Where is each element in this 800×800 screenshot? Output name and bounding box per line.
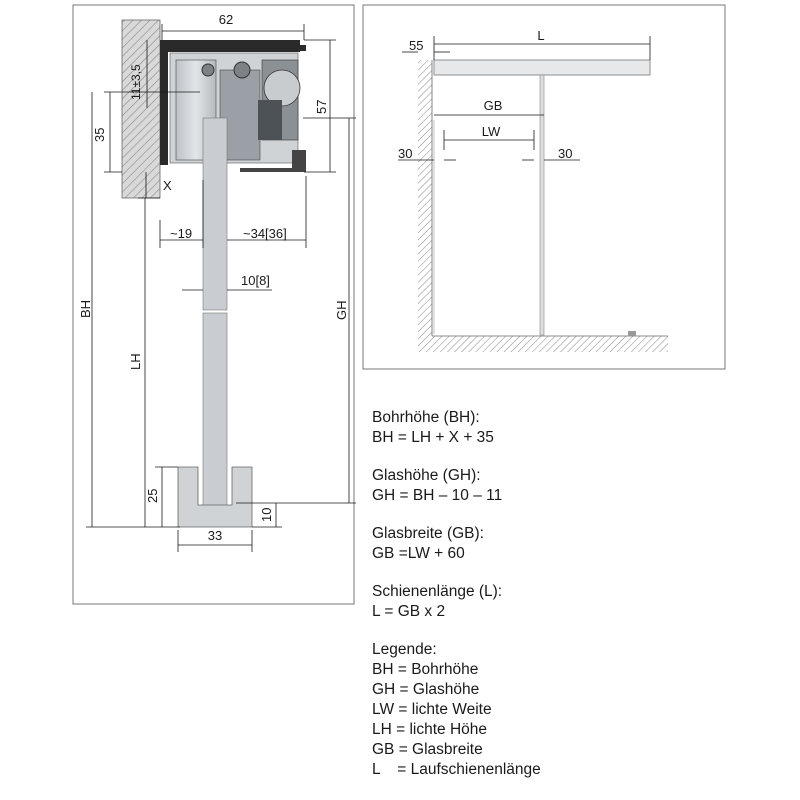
dim-33: 33: [208, 528, 222, 543]
dim-57: 57: [314, 100, 329, 114]
legend: Legende: BH = Bohrhöhe GH = Glashöhe LW …: [372, 640, 772, 780]
dim-x: X: [163, 178, 172, 193]
dim-bh: BH: [78, 300, 93, 318]
dim-34: ~34[36]: [243, 226, 287, 241]
dim-10-8: 10[8]: [241, 273, 270, 288]
formula-expression: L = GB x 2: [372, 603, 446, 620]
formula-panel: Bohrhöhe (BH): BH = LH + X + 35 Glashöhe…: [372, 408, 772, 780]
formula-expression: BH = LH + X + 35: [372, 429, 494, 446]
legend-item: GB = Glasbreite: [372, 741, 483, 758]
section-drawing-frame: [72, 4, 355, 605]
legend-item: GH = Glashöhe: [372, 681, 480, 698]
legend-item: BH = Bohrhöhe: [372, 661, 479, 678]
dimension-lines: [86, 24, 356, 552]
dim-62: 62: [219, 12, 233, 27]
formula-gh: Glashöhe (GH): GH = BH – 10 – 11: [372, 466, 772, 506]
dim-lh: LH: [128, 353, 143, 370]
legend-item: LH = lichte Höhe: [372, 721, 488, 738]
dim-gh: GH: [334, 301, 349, 321]
dim-11-35: 11±3,5: [129, 64, 143, 100]
legend-item: L = Laufschienenlänge: [372, 761, 541, 778]
formula-bh: Bohrhöhe (BH): BH = LH + X + 35: [372, 408, 772, 448]
formula-expression: GH = BH – 10 – 11: [372, 487, 503, 504]
formula-title: Glasbreite (GB):: [372, 525, 484, 542]
legend-item: LW = lichte Weite: [372, 701, 492, 718]
formula-expression: GB =LW + 60: [372, 545, 465, 562]
formula-title: Bohrhöhe (BH):: [372, 409, 480, 426]
dim-19: ~19: [170, 226, 192, 241]
glass-panel: [202, 117, 228, 514]
dim-25: 25: [145, 489, 160, 503]
legend-title: Legende:: [372, 641, 437, 658]
formula-title: Schienenlänge (L):: [372, 583, 503, 600]
dim-10: 10: [259, 508, 274, 522]
floor-guide: [177, 466, 253, 528]
wall-block: [121, 19, 161, 199]
rail-profile: [160, 40, 306, 172]
formula-title: Glashöhe (GH):: [372, 467, 481, 484]
formula-gb: Glasbreite (GB): GB =LW + 60: [372, 524, 772, 564]
formula-l: Schienenlänge (L): L = GB x 2: [372, 582, 772, 622]
dim-35: 35: [92, 128, 107, 142]
